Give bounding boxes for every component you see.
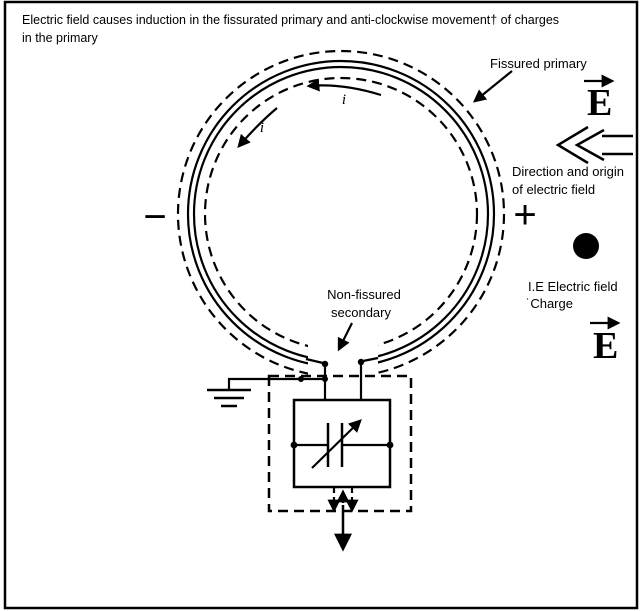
title-line-1: Electric field causes induction in the f… bbox=[22, 13, 559, 27]
direction-label-line-2: of electric field bbox=[512, 182, 595, 197]
field-arrow-outer-chevron bbox=[555, 125, 589, 165]
direction-label-line-1: Direction and origin bbox=[512, 164, 624, 179]
output-arrows bbox=[327, 488, 359, 552]
minus-symbol: − bbox=[143, 195, 166, 239]
e-vector-top-letter: E bbox=[587, 82, 612, 124]
capacitor-adjust-arrow bbox=[311, 419, 362, 469]
title-line-2: in the primary bbox=[22, 31, 98, 45]
field-direction-arrow bbox=[555, 125, 633, 165]
terminal-dot-left bbox=[290, 441, 298, 449]
frame-border bbox=[3, 0, 639, 610]
secondary-pointer-arrow bbox=[337, 322, 353, 352]
charge-label-line-2: ˙Charge bbox=[526, 296, 573, 311]
secondary-label-line-1: Non-fissured bbox=[327, 287, 401, 302]
current-label-left: i bbox=[260, 120, 264, 136]
wire-junction-dot bbox=[298, 376, 304, 382]
outer-dashed-box bbox=[267, 374, 413, 513]
ring-end-right bbox=[362, 356, 379, 363]
ground-wire bbox=[227, 377, 325, 390]
current-arrows: i i bbox=[237, 78, 382, 148]
field-arrow-inner-chevron bbox=[574, 128, 605, 162]
variable-capacitor bbox=[290, 419, 394, 469]
e-vector-bottom: E bbox=[590, 316, 621, 367]
current-arrow-left bbox=[237, 107, 278, 148]
fissured-primary-label: Fissured primary bbox=[490, 56, 587, 71]
e-vector-top: E bbox=[584, 74, 615, 124]
ground-junction-dot bbox=[322, 376, 328, 382]
secondary-circuit bbox=[207, 362, 413, 552]
terminal-dot-right bbox=[386, 441, 394, 449]
current-arrow-top bbox=[306, 78, 382, 97]
fissured-primary-ring bbox=[176, 49, 506, 386]
ring-dashed-outer bbox=[176, 49, 506, 379]
charge-dot bbox=[573, 233, 599, 259]
ring-end-left bbox=[305, 357, 324, 365]
ground-symbol bbox=[207, 388, 251, 408]
current-label-top: i bbox=[342, 92, 346, 108]
fissured-primary-pointer-arrow bbox=[472, 70, 513, 103]
plus-symbol: + bbox=[513, 193, 536, 237]
secondary-label-line-2: secondary bbox=[331, 305, 391, 320]
e-vector-bottom-letter: E bbox=[593, 325, 618, 367]
charge-label-line-1: I.E Electric field bbox=[528, 279, 618, 294]
